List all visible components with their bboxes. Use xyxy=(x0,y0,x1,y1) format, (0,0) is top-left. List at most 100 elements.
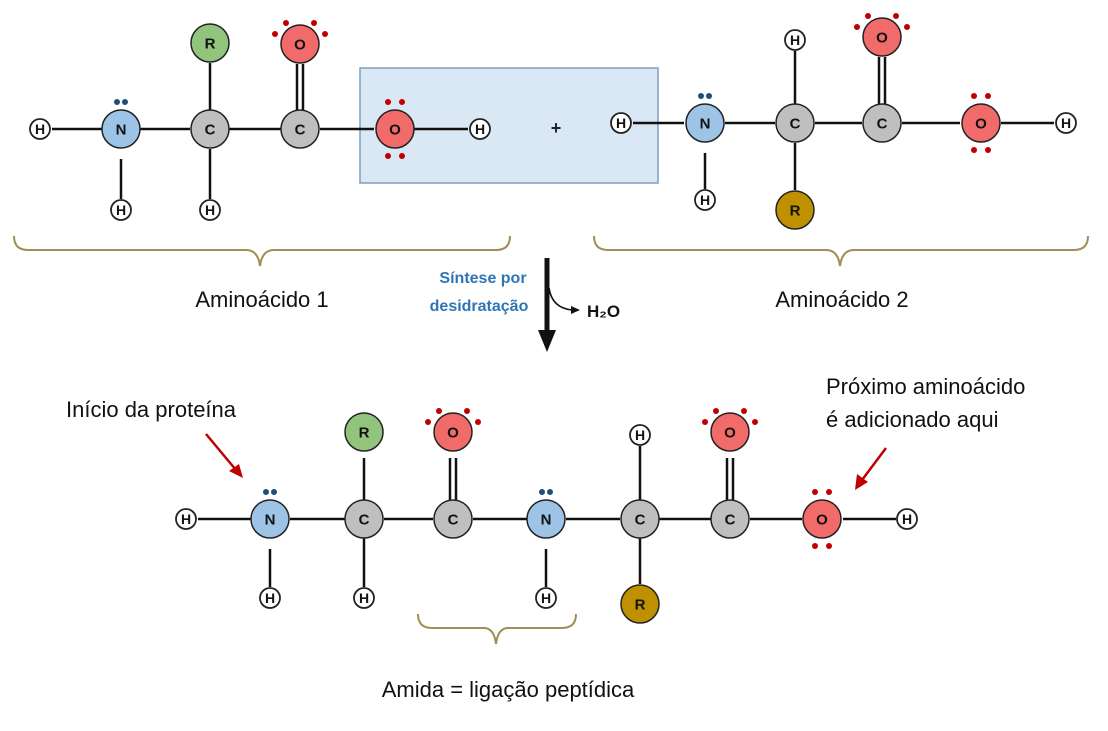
dipeptide-carbonyl-carbon-1: C xyxy=(433,499,473,539)
dipeptide-alpha-carbon-1: C xyxy=(344,499,384,539)
aa2-carbonyl-carbon: C xyxy=(862,103,902,143)
aa2-hydroxyl-oxygen-symbol: O xyxy=(975,115,987,132)
dipeptide-hydroxyl-hydrogen-circle xyxy=(896,508,918,530)
aa1-carbonyl-carbon: C xyxy=(280,109,320,149)
aa1-carbonyl-oxygen-symbol: O xyxy=(294,36,306,53)
aa1-hydrogen-n-terminus-circle xyxy=(29,118,51,140)
aa2-carbonyl-carbon-symbol: C xyxy=(877,115,888,132)
aa2-r-group: R xyxy=(775,190,815,230)
dipeptide-alpha-carbon-2-symbol: C xyxy=(635,511,646,528)
aa2-nitrogen-symbol: N xyxy=(700,115,711,132)
dipeptide-alpha-carbon-1-circle xyxy=(344,499,384,539)
aa2-hydrogen-on-calpha: H xyxy=(784,29,806,51)
aa1-hydrogen-on-n-symbol: H xyxy=(116,202,126,218)
aa2-nitrogen: N xyxy=(685,103,725,143)
dipeptide-nitrogen-1-lone-pair xyxy=(263,489,269,495)
aa1-hydrogen-on-n-circle xyxy=(110,199,132,221)
aa2-hydroxyl-oxygen: O xyxy=(961,103,1001,143)
aa2-nitrogen-lone-pair xyxy=(706,93,712,99)
dipeptide-carbonyl-oxygen-2: O xyxy=(710,412,750,452)
dipeptide-hydrogen-on-n2-circle xyxy=(535,587,557,609)
amino-acid-1-bracket xyxy=(13,235,511,267)
peptide-bond-label: Amida = ligação peptídica xyxy=(382,677,635,702)
water-byproduct: H₂O xyxy=(587,302,620,321)
dipeptide-hydrogen-on-calpha-2-circle xyxy=(629,424,651,446)
next-amino-acid-pointer xyxy=(861,447,887,481)
dipeptide-carbonyl-oxygen-2-lone-pairs xyxy=(752,419,758,425)
dipeptide-carbonyl-oxygen-2-lone-pairs xyxy=(713,408,719,414)
dipeptide-hydrogen-n-terminus-symbol: H xyxy=(181,511,191,527)
dipeptide-r-group-2: R xyxy=(620,584,660,624)
dipeptide-hydrogen-on-n1-circle xyxy=(259,587,281,609)
dipeptide-hydrogen-on-n1-symbol: H xyxy=(265,590,275,606)
dipeptide-nitrogen-1-lone-pair xyxy=(271,489,277,495)
dipeptide-nitrogen-1: N xyxy=(250,499,290,539)
water-release-arrow xyxy=(548,287,573,311)
aa2-hydrogen-n-terminus-circle xyxy=(610,112,632,134)
aa1-alpha-carbon-symbol: C xyxy=(205,121,216,138)
dipeptide-carbonyl-carbon-2-symbol: C xyxy=(725,511,736,528)
aa1-hydrogen-n-terminus: H xyxy=(29,118,51,140)
dipeptide-alpha-carbon-2: C xyxy=(620,499,660,539)
aa1-hydrogen-n-terminus-symbol: H xyxy=(35,121,45,137)
dipeptide-hydrogen-n-terminus: H xyxy=(175,508,197,530)
dipeptide-carbonyl-oxygen-1-lone-pairs xyxy=(425,419,431,425)
dipeptide-hydrogen-n-terminus-circle xyxy=(175,508,197,530)
aa2-alpha-carbon-circle xyxy=(775,103,815,143)
aa2-hydroxyl-hydrogen-circle xyxy=(1055,112,1077,134)
aa2-hydrogen-on-n: H xyxy=(694,189,716,211)
dipeptide-alpha-carbon-2-circle xyxy=(620,499,660,539)
process-label-line-2: desidratação xyxy=(430,298,529,315)
dipeptide-carbonyl-oxygen-2-lone-pairs xyxy=(741,408,747,414)
aa2-nitrogen-lone-pair xyxy=(698,93,704,99)
amino-acid-2-label: Aminoácido 2 xyxy=(775,287,908,312)
aa2-hydroxyl-oxygen-lone-pairs xyxy=(985,147,991,153)
dipeptide-carbonyl-carbon-1-symbol: C xyxy=(448,511,459,528)
dipeptide-alpha-carbon-1-symbol: C xyxy=(359,511,370,528)
aa2-r-group-circle xyxy=(775,190,815,230)
protein-start-pointer xyxy=(205,433,237,471)
aa2-carbonyl-oxygen-circle xyxy=(862,17,902,57)
dipeptide-carbonyl-carbon-2: C xyxy=(710,499,750,539)
aa2-carbonyl-oxygen-lone-pairs xyxy=(893,13,899,19)
aa1-hydroxyl-oxygen-lone-pairs xyxy=(385,153,391,159)
aa2-carbonyl-oxygen: O xyxy=(862,17,902,57)
aa2-alpha-carbon-symbol: C xyxy=(790,115,801,132)
dipeptide-nitrogen-2-lone-pair xyxy=(539,489,545,495)
dipeptide-hydrogen-on-calpha-1: H xyxy=(353,587,375,609)
aa2-hydrogen-on-n-circle xyxy=(694,189,716,211)
aa1-nitrogen-lone-pair xyxy=(114,99,120,105)
aa2-hydrogen-on-calpha-symbol: H xyxy=(790,32,800,48)
dipeptide-carbonyl-oxygen-1-lone-pairs xyxy=(475,419,481,425)
dipeptide-carbonyl-oxygen-1-lone-pairs xyxy=(436,408,442,414)
dipeptide-hydrogen-on-n2-symbol: H xyxy=(541,590,551,606)
dipeptide-hydroxyl-oxygen-symbol: O xyxy=(816,511,828,528)
aa1-hydroxyl-oxygen: O xyxy=(375,109,415,149)
dipeptide-nitrogen-2-lone-pair xyxy=(547,489,553,495)
aa2-hydroxyl-oxygen-lone-pairs xyxy=(971,93,977,99)
aa2-carbonyl-oxygen-symbol: O xyxy=(876,29,888,46)
aa2-hydroxyl-hydrogen: H xyxy=(1055,112,1077,134)
aa1-nitrogen-symbol: N xyxy=(116,121,127,138)
aa1-carbonyl-oxygen: O xyxy=(280,24,320,64)
next-amino-acid-pointer-head xyxy=(855,474,868,490)
dipeptide-r-group-1-circle xyxy=(344,412,384,452)
aa2-hydroxyl-oxygen-circle xyxy=(961,103,1001,143)
dipeptide-hydroxyl-oxygen: O xyxy=(802,499,842,539)
aa1-carbonyl-oxygen-lone-pairs xyxy=(283,20,289,26)
dipeptide-carbonyl-oxygen-2-circle xyxy=(710,412,750,452)
dipeptide-nitrogen-1-symbol: N xyxy=(265,511,276,528)
dipeptide-carbonyl-oxygen-1-lone-pairs xyxy=(464,408,470,414)
dipeptide-carbonyl-oxygen-1: O xyxy=(433,412,473,452)
aa1-carbonyl-oxygen-lone-pairs xyxy=(322,31,328,37)
aa1-alpha-carbon-circle xyxy=(190,109,230,149)
aa1-nitrogen-lone-pair xyxy=(122,99,128,105)
water-release-arrowhead xyxy=(571,306,580,314)
aa2-r-group-symbol: R xyxy=(790,202,801,219)
dipeptide-hydrogen-on-n1: H xyxy=(259,587,281,609)
dipeptide-hydroxyl-oxygen-lone-pairs xyxy=(812,543,818,549)
aa1-hydroxyl-oxygen-circle xyxy=(375,109,415,149)
aa1-hydrogen-on-calpha: H xyxy=(199,199,221,221)
dipeptide-r-group-1-symbol: R xyxy=(359,424,370,441)
